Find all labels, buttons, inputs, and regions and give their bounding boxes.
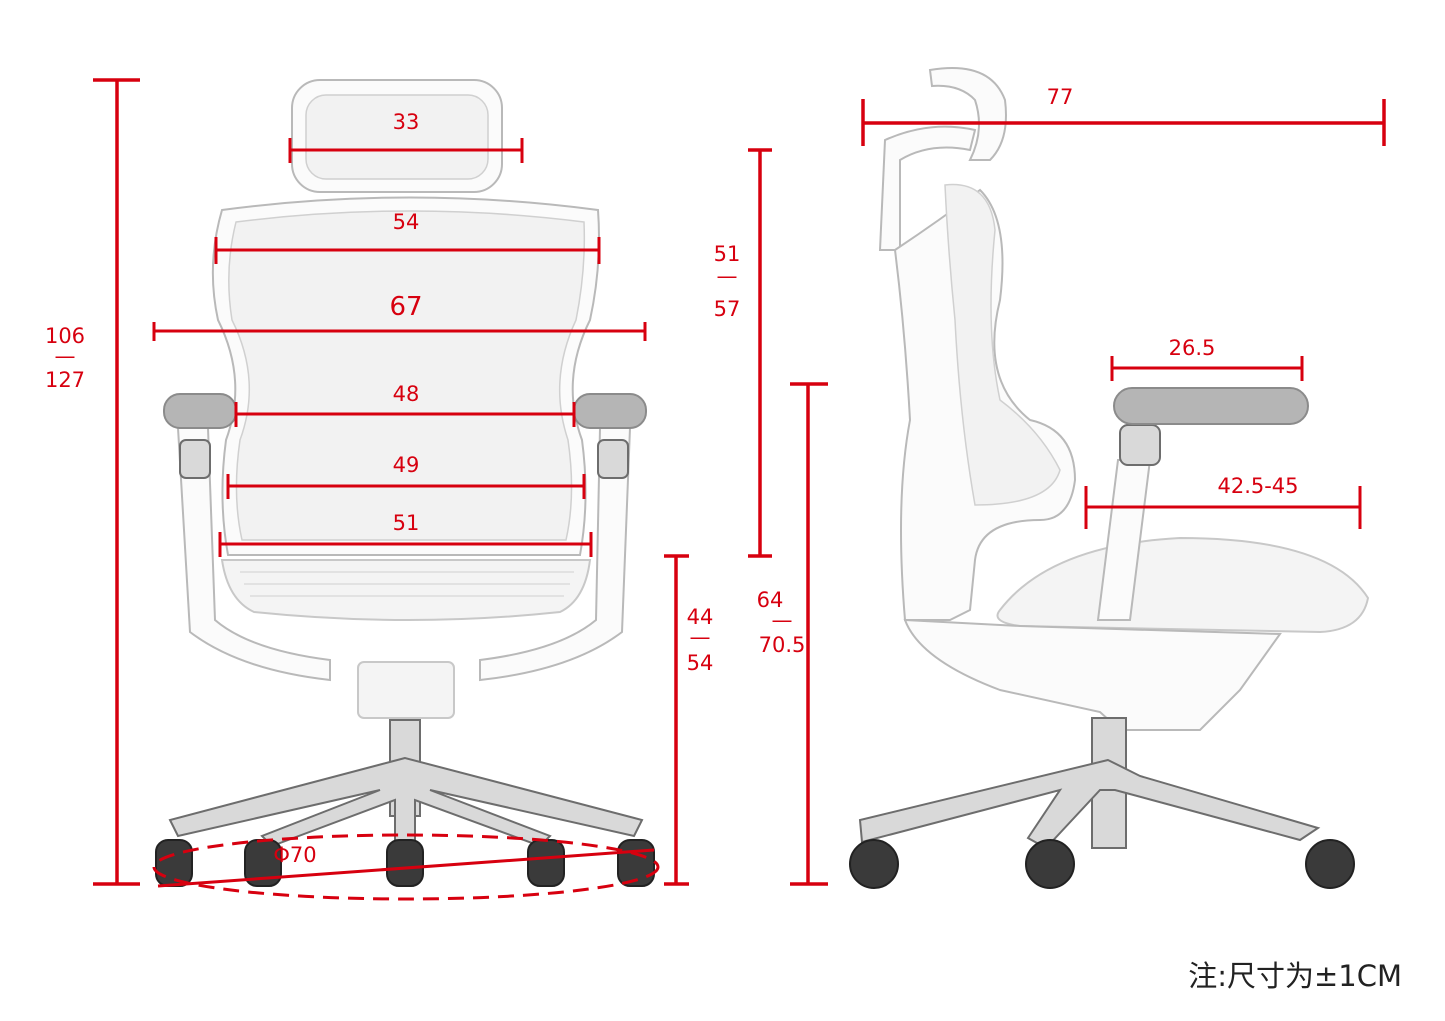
headrest-width-label: 33: [393, 110, 420, 134]
svg-text:—: —: [690, 625, 711, 649]
side-headrest: [928, 67, 1007, 161]
side-star-base: [858, 758, 1321, 850]
overall-depth-label: 77: [1047, 85, 1074, 109]
seat-depth-label: 42.5-45: [1217, 474, 1298, 498]
seat-height-max-label: 54: [687, 651, 714, 675]
svg-text:—: —: [717, 264, 738, 288]
front-dimensions: 106 — 127 33 54 67 48 49 51: [45, 78, 714, 901]
side-dimensions: 77 51 — 57 64 — 70.5 26.5 42.5-45: [714, 85, 1386, 886]
backrest-upper-width-label: 54: [393, 210, 420, 234]
svg-text:—: —: [55, 344, 76, 368]
backrest-height-min-label: 51: [714, 242, 741, 266]
front-star-base: [168, 756, 644, 848]
tolerance-note: 注:尺寸为±1CM: [1188, 959, 1402, 993]
side-armpad: [1113, 387, 1309, 425]
seat-height-min-label: 44: [687, 605, 714, 629]
svg-text:—: —: [772, 608, 793, 632]
backrest-height-max-label: 57: [714, 297, 741, 321]
overall-width-label: 67: [389, 292, 422, 322]
armrest-height-max-label: 70.5: [759, 633, 806, 657]
side-casters: [849, 839, 1355, 889]
overall-height-min-label: 106: [45, 324, 85, 348]
armrest-inner-width-label: 48: [393, 382, 420, 406]
armrest-length-label: 26.5: [1169, 336, 1216, 360]
base-diameter-label: Φ70: [273, 843, 316, 867]
seat-width-label: 51: [393, 511, 420, 535]
side-seat: [996, 536, 1370, 634]
front-left-armpad: [163, 393, 237, 429]
front-seat: [220, 559, 592, 621]
backrest-lower-width-label: 49: [393, 453, 420, 477]
front-right-armpad: [573, 393, 647, 429]
front-casters: [155, 839, 655, 887]
side-view-chair: [849, 67, 1370, 889]
armrest-height-min-label: 64: [757, 588, 784, 612]
front-view-chair: [155, 79, 655, 887]
overall-height-max-label: 127: [45, 368, 85, 392]
